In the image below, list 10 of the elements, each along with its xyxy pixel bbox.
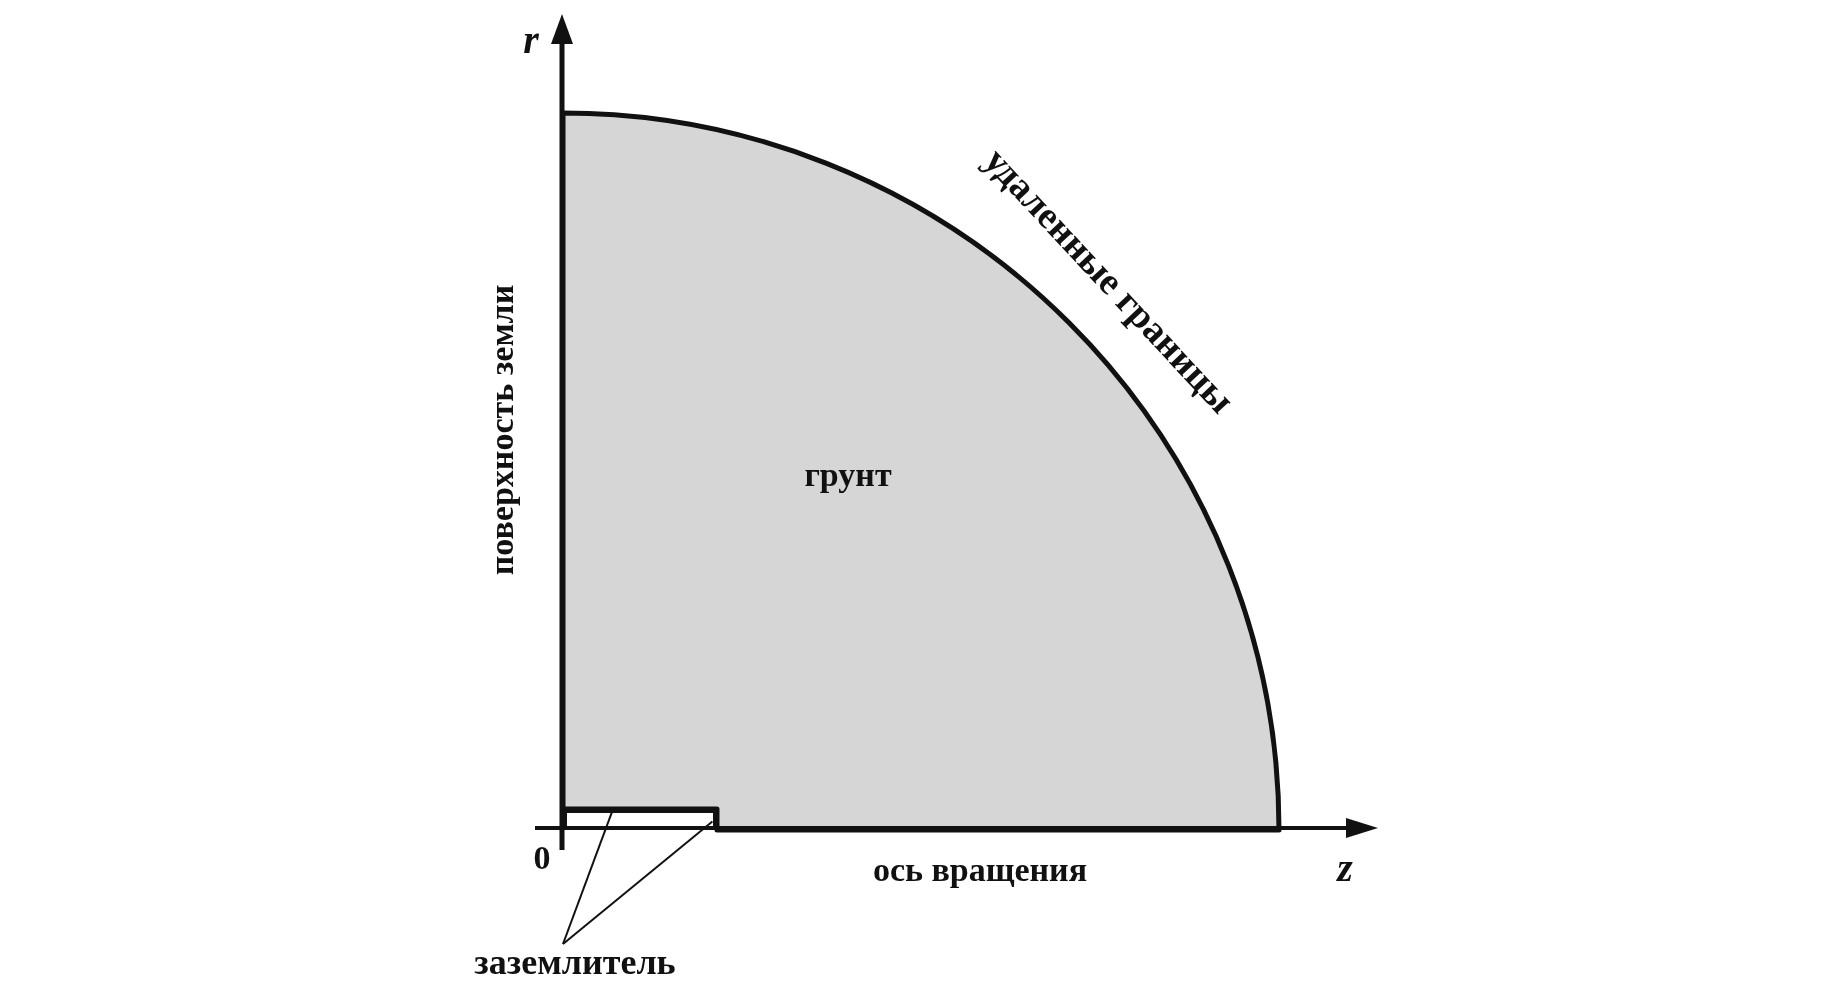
leader-line: [562, 820, 714, 945]
surface-label: поверхность земли: [485, 284, 519, 576]
axis-label: ось вращения: [872, 853, 1088, 887]
origin-label: 0: [533, 841, 551, 875]
axis-label: z: [1337, 848, 1353, 888]
axis-label: r: [523, 20, 539, 60]
region-label: грунт: [804, 458, 892, 492]
soil-region: [563, 113, 1279, 830]
leader-line: [562, 810, 614, 945]
callout-label: заземлитель: [474, 944, 676, 980]
